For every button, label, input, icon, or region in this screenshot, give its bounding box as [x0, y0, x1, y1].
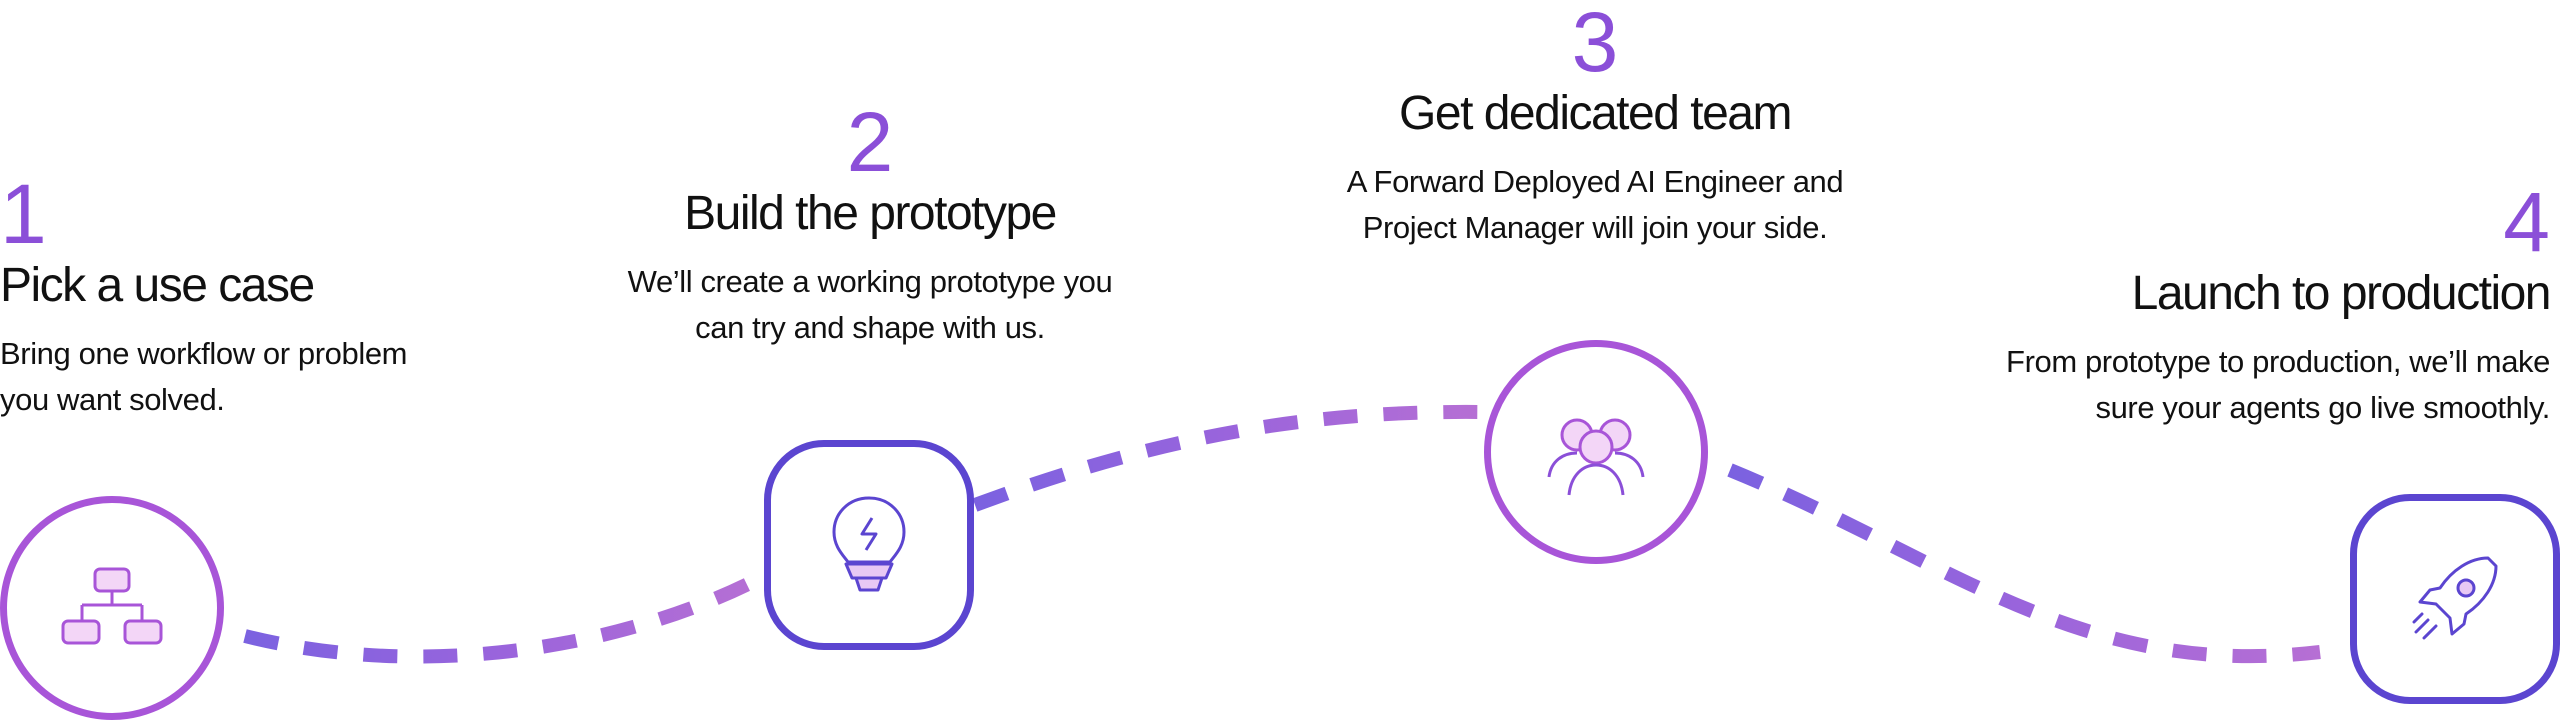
step-number: 2 — [846, 95, 894, 189]
step-3: 3 Get dedicated team A Forward Deployed … — [1300, 0, 1890, 252]
step-title: Launch to production — [2131, 267, 2552, 320]
step-title: Get dedicated team — [1399, 87, 1792, 140]
step-number: 1 — [0, 167, 47, 261]
lightbulb-icon — [832, 496, 906, 592]
connector-segment-2-3 — [972, 404, 1484, 512]
step-description: From prototype to production, we’ll make… — [2006, 343, 2550, 426]
workflow-diagram-icon — [61, 567, 163, 645]
step-4: 4 Launch to production From prototype to… — [1900, 175, 2552, 432]
step-1: 1 Pick a use case Bring one workflow or … — [0, 172, 470, 424]
connector-segment-3-4 — [1727, 463, 2321, 664]
step-description: A Forward Deployed AI Engineer and Proje… — [1346, 163, 1844, 246]
step-2-badge — [764, 440, 974, 650]
step-4-badge — [2350, 494, 2560, 704]
step-title: Build the prototype — [684, 187, 1057, 240]
step-number: 4 — [2503, 175, 2550, 269]
step-description: We’ll create a working prototype you can… — [627, 263, 1113, 346]
step-title: Pick a use case — [0, 259, 315, 312]
connector-segment-1-2 — [243, 571, 764, 664]
step-description: Bring one workflow or problem you want s… — [0, 335, 408, 418]
step-number: 3 — [1571, 0, 1619, 89]
step-1-badge — [0, 496, 224, 720]
team-icon — [1547, 418, 1645, 496]
step-2: 2 Build the prototype We’ll create a wor… — [595, 100, 1145, 352]
rocket-icon — [2412, 556, 2498, 640]
step-3-badge — [1484, 340, 1708, 564]
